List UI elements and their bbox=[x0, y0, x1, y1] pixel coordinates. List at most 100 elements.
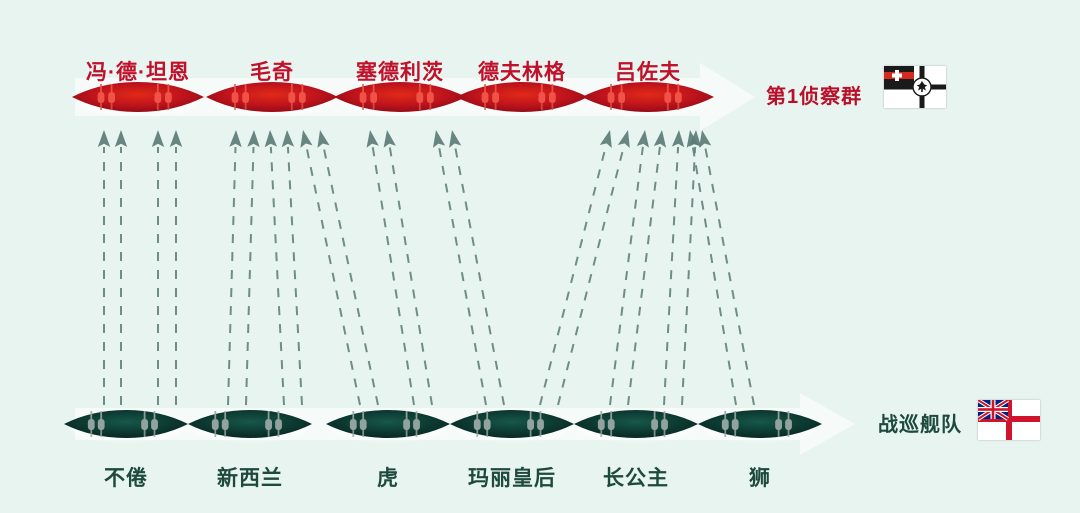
gunfire-arrow bbox=[366, 130, 415, 406]
arrow-shaft bbox=[227, 146, 237, 406]
arrow-head-icon bbox=[229, 130, 242, 148]
ship-hull bbox=[64, 410, 188, 438]
arrow-head-icon bbox=[317, 130, 330, 148]
ship-turret bbox=[151, 419, 158, 430]
ship-hull bbox=[206, 82, 338, 112]
arrow-shaft bbox=[286, 146, 303, 406]
british-flag-svg bbox=[976, 398, 1040, 440]
prussian-eagle-icon bbox=[916, 81, 928, 92]
gunfire-arrow bbox=[169, 130, 183, 405]
arrow-shaft bbox=[245, 146, 255, 406]
ship-turret bbox=[359, 92, 367, 103]
gunfire-arrow bbox=[539, 130, 612, 406]
ship-吕佐夫[interactable] bbox=[582, 82, 714, 115]
ship-turret bbox=[721, 419, 729, 430]
gunfire-arrow bbox=[227, 130, 242, 406]
ship-新西兰[interactable] bbox=[188, 410, 312, 441]
ship-turret bbox=[87, 419, 95, 430]
arrow-shaft bbox=[609, 146, 644, 406]
ship-turret bbox=[674, 92, 682, 103]
ship-turret bbox=[473, 419, 481, 430]
ship-turret bbox=[607, 419, 615, 430]
arrow-shaft bbox=[388, 146, 433, 406]
ship-长公主[interactable] bbox=[574, 410, 698, 441]
arrow-head-icon bbox=[247, 130, 260, 148]
ship-turret bbox=[548, 92, 556, 103]
arrow-head-icon bbox=[383, 130, 396, 148]
arrow-shaft bbox=[627, 146, 661, 406]
ship-玛丽皇后[interactable] bbox=[450, 410, 574, 441]
ship-turret bbox=[141, 419, 148, 430]
ship-turret bbox=[370, 92, 377, 103]
gunfire-arrow bbox=[97, 130, 111, 405]
ship-hull bbox=[582, 82, 714, 112]
arrow-head-icon bbox=[686, 130, 699, 148]
arrow-head-icon bbox=[699, 130, 712, 148]
british-ship-name: 新西兰 bbox=[217, 467, 283, 490]
arrow-shaft bbox=[691, 146, 737, 406]
union-jack-canton bbox=[976, 398, 1010, 421]
gunfire-arrow bbox=[681, 130, 702, 406]
arrow-head-icon bbox=[169, 130, 183, 147]
ship-turret bbox=[359, 419, 367, 430]
ship-turret bbox=[731, 419, 739, 430]
ship-hull bbox=[72, 82, 204, 112]
ship-hull bbox=[698, 410, 822, 438]
ship-turret bbox=[426, 92, 434, 103]
german-ship-name: 塞德利茨 bbox=[356, 61, 444, 84]
gunfire-arrow bbox=[114, 130, 128, 405]
german-ship-layer bbox=[72, 82, 714, 115]
ship-turret bbox=[537, 419, 544, 430]
arrow-shaft bbox=[663, 146, 680, 406]
german-ship-name: 毛奇 bbox=[250, 61, 294, 84]
ship-hull bbox=[326, 410, 450, 438]
arrow-head-icon bbox=[97, 130, 111, 147]
ship-turret bbox=[664, 92, 672, 103]
ship-turret bbox=[108, 92, 115, 103]
ship-德夫林格[interactable] bbox=[456, 82, 588, 115]
ship-turret bbox=[492, 92, 499, 103]
ship-turret bbox=[483, 419, 491, 430]
ship-虎[interactable] bbox=[326, 410, 450, 441]
ship-塞德利茨[interactable] bbox=[334, 82, 466, 115]
gunfire-arrow-layer bbox=[97, 130, 755, 406]
arrow-shaft bbox=[454, 146, 505, 406]
arrow-head-icon bbox=[151, 130, 165, 147]
arrow-shaft bbox=[438, 146, 487, 406]
ship-turret bbox=[221, 419, 229, 430]
ship-hull bbox=[456, 82, 588, 112]
arrow-shaft bbox=[322, 146, 379, 406]
german-imperial-war-ensign-flag bbox=[884, 66, 946, 108]
gunfire-arrow bbox=[557, 130, 630, 406]
gunfire-arrow bbox=[264, 130, 285, 406]
ship-turret bbox=[154, 92, 162, 103]
british-ship-name: 虎 bbox=[377, 467, 399, 490]
ship-狮[interactable] bbox=[698, 410, 822, 441]
ship-turret bbox=[288, 92, 296, 103]
ship-turret bbox=[775, 419, 782, 430]
gunfire-arrow bbox=[151, 130, 165, 405]
ship-turret bbox=[164, 92, 172, 103]
ship-turret bbox=[416, 92, 424, 103]
ship-turret bbox=[607, 92, 615, 103]
ship-毛奇[interactable] bbox=[206, 82, 338, 115]
ship-turret bbox=[661, 419, 668, 430]
ship-hull bbox=[574, 410, 698, 438]
ship-turret bbox=[651, 419, 658, 430]
arrow-shaft bbox=[305, 146, 361, 406]
ship-不倦[interactable] bbox=[64, 410, 188, 441]
ship-hull bbox=[188, 410, 312, 438]
arrow-shaft bbox=[269, 146, 285, 406]
german-ship-name: 冯·德·坦恩 bbox=[86, 61, 190, 84]
german-ship-name: 吕佐夫 bbox=[615, 61, 681, 84]
ship-turret bbox=[403, 419, 410, 430]
iron-cross-icon bbox=[892, 70, 902, 81]
arrow-shaft bbox=[557, 146, 625, 406]
gunfire-arrow bbox=[317, 130, 379, 406]
gunfire-arrow bbox=[300, 130, 361, 406]
arrow-head-icon bbox=[636, 130, 650, 148]
ship-turret bbox=[538, 92, 546, 103]
ship-冯·德·坦恩[interactable] bbox=[72, 82, 204, 115]
ship-turret bbox=[298, 92, 306, 103]
british-ship-name: 狮 bbox=[749, 467, 771, 490]
